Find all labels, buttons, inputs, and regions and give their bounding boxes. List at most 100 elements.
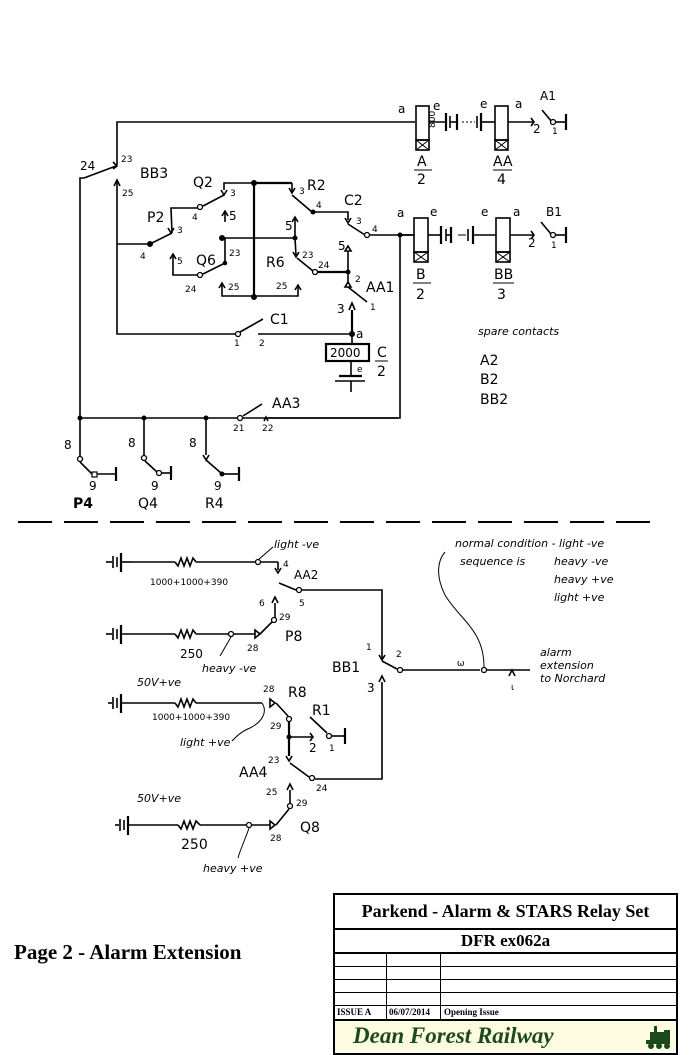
BB3-contact-25: 25 <box>122 189 133 199</box>
Q8-contact-29: 29 <box>296 799 308 809</box>
R1-contact-2: 2 <box>309 741 317 755</box>
switch-R8: 28 R8 29 <box>263 685 314 756</box>
note-normal-condition: normal condition - light -ve <box>455 537 604 550</box>
relay-C-sub: 2 <box>377 364 386 380</box>
revision-date: 06/07/2014 <box>387 1006 441 1019</box>
P2-contact-4: 4 <box>140 252 146 262</box>
Q4-contact-8: 8 <box>128 436 136 450</box>
switch-R6: 5 R6 23 24 25 <box>266 215 348 292</box>
locomotive-icon <box>646 1026 670 1049</box>
tap-heavy-neg: heavy -ve <box>202 662 256 675</box>
relay-AA-term-e: e <box>480 97 487 111</box>
R6-label: R6 <box>266 255 285 271</box>
R2-label: R2 <box>307 178 326 194</box>
relay-AA-term-a: a <box>515 97 522 111</box>
P8-label: P8 <box>285 629 302 645</box>
tap-light-neg: light -ve <box>274 538 319 551</box>
Q4-contact-9: 9 <box>151 479 159 493</box>
switch-C1: C1 1 2 <box>234 312 355 349</box>
revision-date <box>387 993 441 1005</box>
Q2-contact-3: 3 <box>230 189 236 199</box>
B1-label: B1 <box>546 205 562 219</box>
C2-label: C2 <box>344 193 363 209</box>
relay-BB: e a BB 3 <box>481 205 520 303</box>
revision-description <box>441 967 676 979</box>
switch-Q6: 5 Q6 23 24 5 25 <box>169 209 299 297</box>
switch-AA1: 5 2 AA1 3 1 <box>337 239 394 334</box>
Q6-contact-23: 23 <box>229 249 240 259</box>
revision-description <box>441 980 676 992</box>
BB3-contact-24: 24 <box>80 159 95 173</box>
AA4-label: AA4 <box>239 765 268 781</box>
switch-P2: P2 3 4 <box>140 207 200 262</box>
R1-contact-1: 1 <box>329 744 335 754</box>
relay-C-term-a: a <box>356 327 363 341</box>
Q6-contact-5: 5 <box>177 257 183 267</box>
relay-B-term-e: e <box>430 205 437 219</box>
switch-R1: R1 2 1 <box>309 703 347 755</box>
wire-BB3-25 <box>116 180 235 335</box>
supply-4-label: 50V+ve <box>137 792 181 805</box>
revision-issue <box>335 954 387 966</box>
company-name: Dean Forest Railway <box>353 1023 554 1048</box>
AA3-contact-22: 22 <box>262 424 273 434</box>
battery-B-BB <box>428 226 496 244</box>
revision-date <box>387 967 441 979</box>
switch-B1: 2 1 B1 <box>510 205 568 251</box>
drawing-title: Parkend - Alarm & STARS Relay Set <box>335 895 676 930</box>
supply-1 <box>106 553 132 572</box>
R2-contact-4: 4 <box>316 201 322 211</box>
AA4-contact-24: 24 <box>316 784 328 794</box>
note-sequence-2: heavy +ve <box>554 573 614 586</box>
revision-row <box>335 980 676 993</box>
spare-contacts-heading: spare contacts <box>478 325 559 338</box>
R6-contact-24: 24 <box>318 261 330 271</box>
R8-contact-28: 28 <box>263 685 275 695</box>
R4-label: R4 <box>205 496 224 512</box>
switch-C2: C2 3 4 <box>344 193 415 239</box>
R4-contact-8: 8 <box>189 436 197 450</box>
BB1-contact-3: 3 <box>367 681 375 695</box>
R6-contact-23: 23 <box>302 251 313 261</box>
revision-row <box>335 993 676 1006</box>
note-leader <box>438 551 485 668</box>
AA3-contact-21: 21 <box>233 424 244 434</box>
relay-C-term-e: e <box>357 365 363 375</box>
R1-label: R1 <box>312 703 331 719</box>
relay-A-label: A <box>417 154 427 170</box>
switch-R4: 8 9 R4 <box>189 415 241 512</box>
AA2-contact-4: 4 <box>283 560 289 570</box>
AA4-contact-23: 23 <box>268 756 279 766</box>
Q2-label: Q2 <box>193 175 213 191</box>
relay-B-sub: 2 <box>416 287 425 303</box>
relay-BB-label: BB <box>494 267 513 283</box>
revision-row-current: ISSUE A 06/07/2014 Opening Issue <box>335 1006 676 1021</box>
relay-C-label: C <box>377 345 387 361</box>
relay-BB-term-e: e <box>481 205 488 219</box>
resistor-4-value: 250 <box>181 837 208 853</box>
revision-issue <box>335 980 387 992</box>
AA1-label: AA1 <box>366 280 394 296</box>
P4-contact-8: 8 <box>64 438 72 452</box>
P2-contact-3: 3 <box>177 226 183 236</box>
relay-B-term-a: a <box>397 206 404 220</box>
relay-A-sub: 2 <box>417 172 426 188</box>
relay-C: 2000 a e C 2 <box>324 327 388 392</box>
revision-date <box>387 980 441 992</box>
BB1-contact-2: 2 <box>396 650 402 660</box>
Q8-label: Q8 <box>300 820 320 836</box>
relay-C-coil: 2000 <box>330 346 361 360</box>
AA2-contact-5: 5 <box>299 599 305 609</box>
resistor-4 <box>177 818 201 832</box>
schematic-diagram: 800 a e A 2 e a AA 4 2 1 A1 <box>18 89 660 875</box>
relay-AA-label: AA <box>493 154 513 170</box>
relay-A-term-a: a <box>398 102 405 116</box>
wire-right <box>268 235 401 419</box>
resistor-1 <box>174 555 197 569</box>
relay-B-label: B <box>416 267 426 283</box>
Q4-label: Q4 <box>138 496 158 512</box>
page-title: Page 2 - Alarm Extension <box>14 940 242 964</box>
relay-BB-term-a: a <box>513 205 520 219</box>
switch-BB3: 24 23 25 BB3 <box>80 155 168 199</box>
note-sequence-prefix: sequence is <box>460 555 526 568</box>
